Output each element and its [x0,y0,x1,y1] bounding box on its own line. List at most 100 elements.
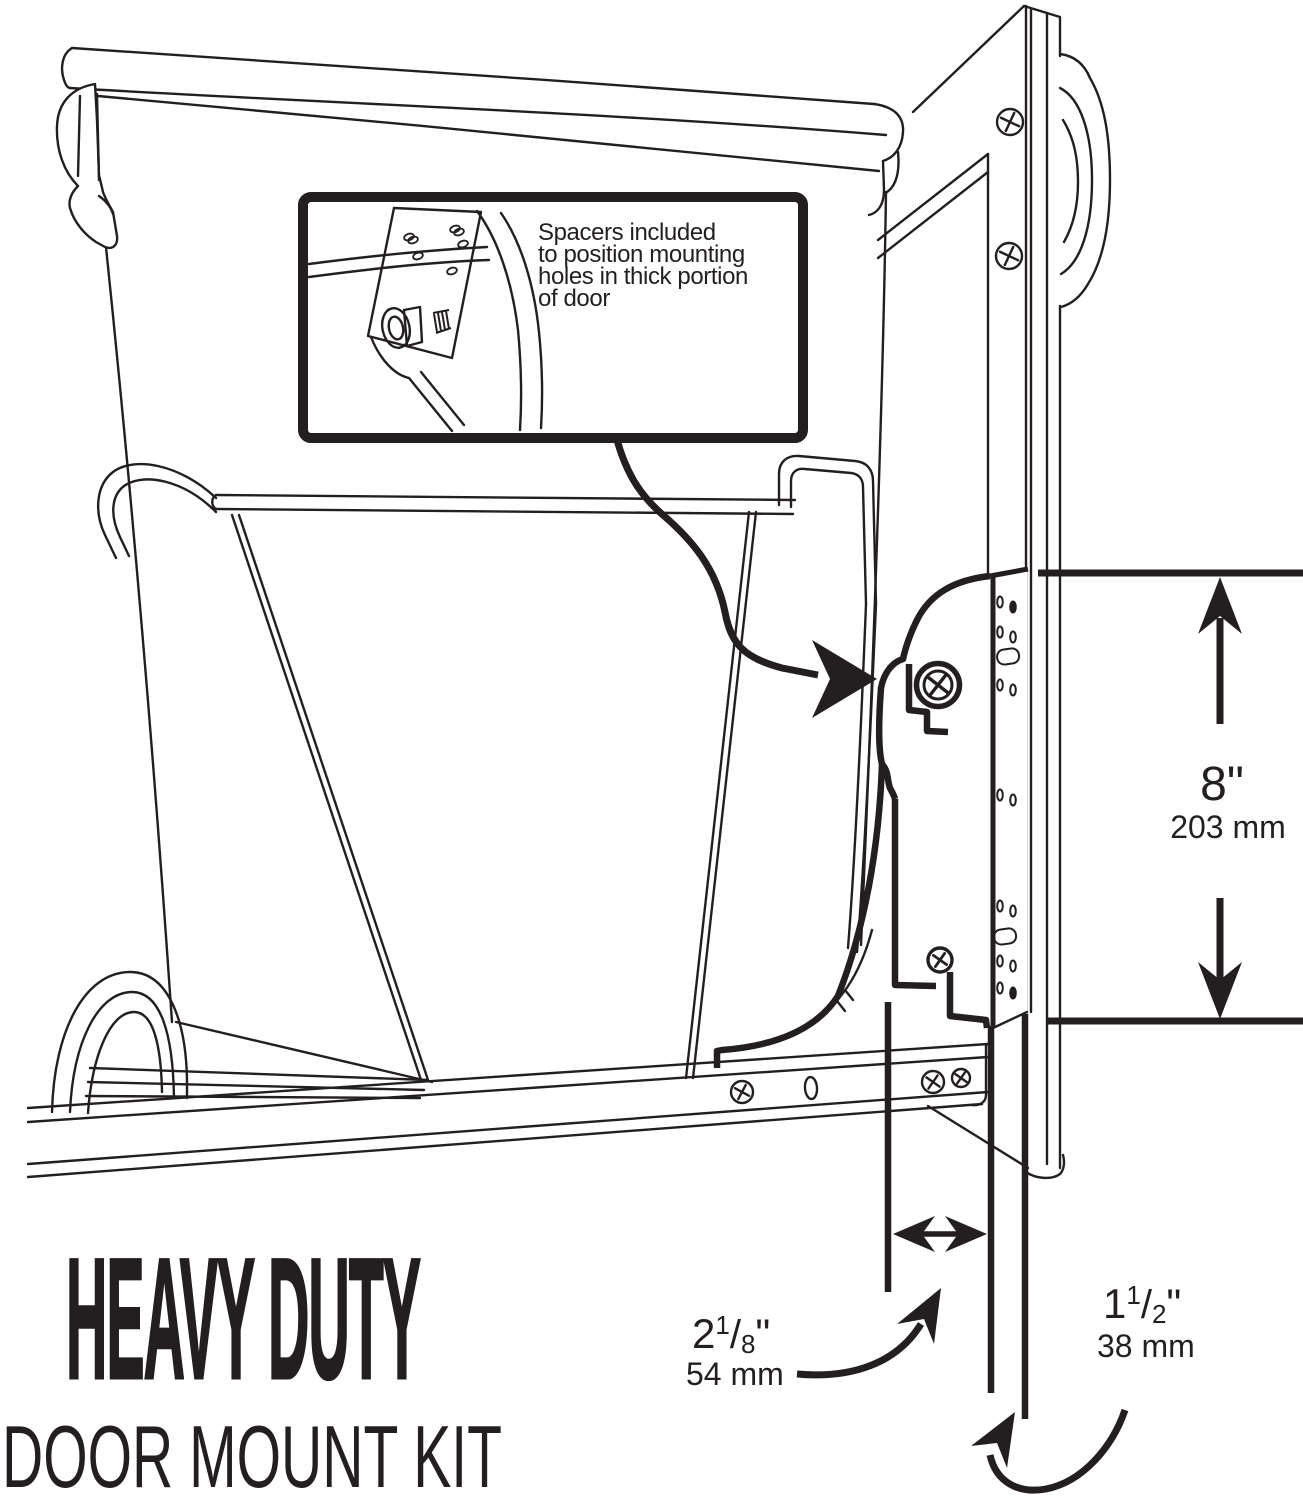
frame-diagonal-right-1 [684,510,751,1080]
lid-lip [96,94,881,173]
inset-wire-lower-1 [369,335,454,433]
thickness-numerator: 1 [1126,1280,1140,1310]
handle-outer [1058,52,1112,309]
curved-leader-offset [796,1322,924,1379]
thickness-slash: / [1141,1283,1153,1327]
frame-right-loop-inner [789,467,868,606]
rail-end-cap [970,1042,988,1107]
arrow-left-icon [893,1216,935,1252]
frame-top-bar-cap [211,493,218,511]
dim-thickness-inches: 11/2" [1103,1280,1181,1329]
lid-right-corner [872,102,905,163]
dim-offset-inches: 21/8" [692,1310,770,1359]
container-bottom-edge [174,1020,434,1084]
frame-bottom-wire-1 [88,1066,430,1082]
leader-arrow [613,439,877,718]
door-bottom-edge [1024,1153,1066,1180]
door-top-edge [911,4,1026,114]
door-screw-icon [995,107,1025,137]
inset-spacer-flange [402,305,424,348]
inset-wire-arc-1 [475,209,523,432]
bracket-inner-vertical [891,799,937,990]
lid-latch [55,82,119,250]
title-line-2: DOOR MOUNT KIT [2,1407,502,1500]
latch-crease-2 [76,94,82,178]
rail-line-4 [26,1102,984,1179]
rail-line-3 [26,1090,990,1166]
latch-crease-3 [97,194,115,216]
dimension-offset: 21/8" 54 mm [686,1002,995,1393]
lid-hook [867,159,886,217]
offset-unit: " [755,1310,770,1357]
frame-diagonal-left-1 [237,513,430,1082]
slide-rail [26,1042,1030,1179]
rail-line-2 [26,1055,990,1124]
rail-screw-icon [950,1067,972,1089]
frame-top-bar-bottom [214,507,795,516]
offset-whole: 2 [692,1310,715,1357]
frame-bottom-wire-3 [84,1094,422,1100]
bracket-fold [905,664,949,736]
bracket-jog [879,761,899,800]
rail-door-brace [926,1104,1030,1170]
bracket-screw-icon [926,946,954,974]
lid-hook-inner [885,150,900,194]
callout-line-2: to position mounting [538,241,745,268]
product-title: HEAVY DUTY DOOR MOUNT KIT [2,1222,502,1500]
door-handle [1058,52,1112,309]
frame-diagonal-right-2 [691,510,758,1080]
callout-line-4: of door [538,285,610,312]
curved-arrowhead-icon [971,1412,1015,1468]
offset-denominator: 8 [741,1329,755,1359]
thickness-whole: 1 [1103,1280,1126,1327]
bracket-foot [713,763,886,1068]
wire-basket-frame [50,454,878,1115]
offset-numerator: 1 [715,1310,729,1340]
bracket-foot-hatch [835,988,855,1013]
frame-diagonal-left-2 [230,513,423,1082]
plate-screw-holes [993,595,1021,1000]
frame-bottom-wire-2 [86,1080,426,1092]
inset-wire-rod-top [307,245,489,266]
inset-plate-holes [403,224,469,276]
frame-arch-outer [50,970,189,1114]
callout-text: Spacers included to position mounting ho… [538,219,748,312]
rail-screw-icon [920,1069,946,1095]
latch-body [55,82,119,250]
callout-inset-drawing [307,206,544,433]
door-screw-icon [994,241,1024,271]
door-panel-slant-1 [876,152,990,242]
plate-bottom-edge [991,1010,1029,1030]
bracket-top-hook [876,572,991,765]
handle-grip [1061,118,1080,244]
lid-left-corner [60,46,74,90]
thickness-unit: " [1166,1280,1181,1327]
callout-line-3: holes in thick portion [538,263,748,290]
plate-top-edge [989,566,1029,579]
bracket-bottom-right [946,972,991,1029]
thickness-denominator: 2 [1152,1299,1166,1329]
frame-top-bar-top [214,493,797,502]
inset-wire-arc-2 [499,211,544,430]
door-top-thickness [1022,4,1062,19]
frame-left-loop-inner [112,478,218,558]
frame-right-loop-outer [777,454,878,606]
dimension-height: 8" 203 mm [1038,569,1303,1025]
bracket-screw-icon [913,660,963,710]
arrow-right-icon [945,1216,987,1252]
frame-left-loop-outer [97,462,218,560]
curved-leader-thickness [986,1408,1129,1494]
rail-line-1 [26,1042,990,1110]
inset-wire-lower-2 [419,370,466,427]
inset-spacer [380,305,424,349]
callout-box: Spacers included to position mounting ho… [298,192,877,718]
callout-border [298,192,808,443]
lid-top-edge [70,46,876,106]
leader-curve [613,439,819,679]
leader-arrowhead-icon [812,640,877,718]
rail-slot-hole [803,1075,819,1101]
inset-wire-rod-bottom [307,258,491,279]
frame-arch-inner [86,1010,164,1115]
curved-arrowhead-icon [897,1288,941,1344]
